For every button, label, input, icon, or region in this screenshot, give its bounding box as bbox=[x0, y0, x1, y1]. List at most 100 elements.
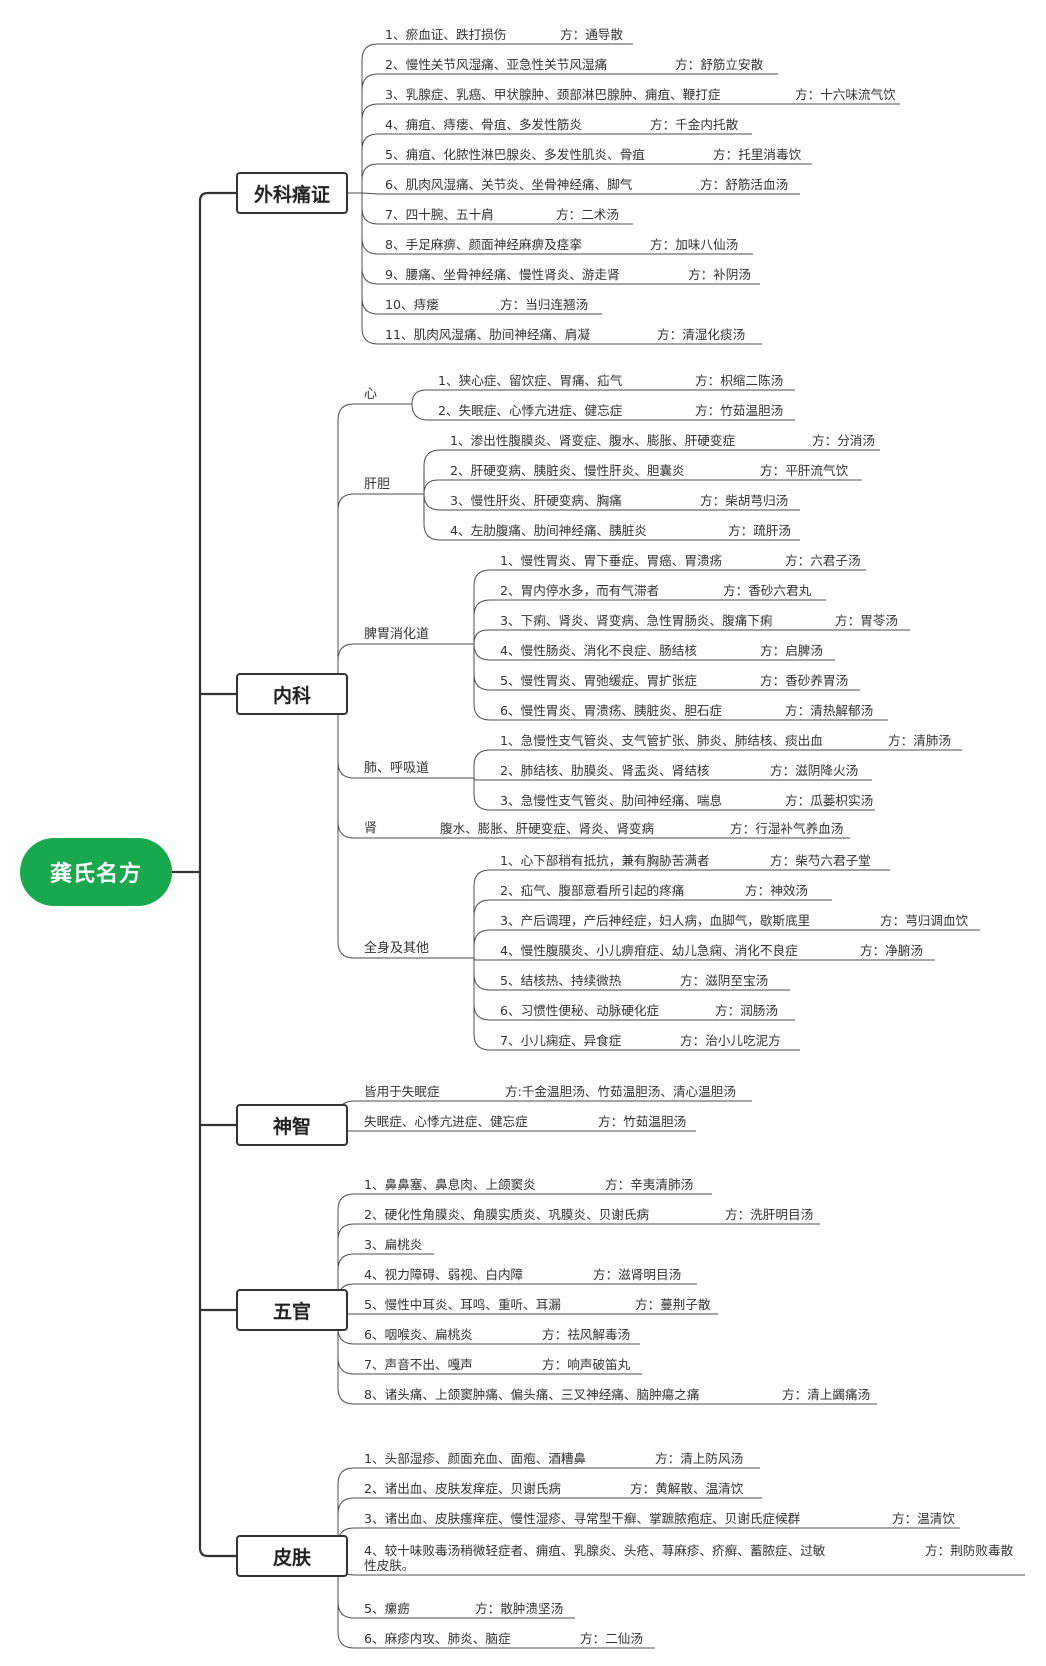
leaf-item: 失眠症、心悸亢进症、健忘症 方：竹茹温胆汤 bbox=[364, 1114, 686, 1129]
leaf-item: 2、硬化性角膜炎、角膜实质炎、巩膜炎、贝谢氏病 方：洗肝明目汤 bbox=[364, 1207, 813, 1222]
leaf-item: 1、鼻鼻塞、鼻息肉、上颌窦炎方：辛夷清肺汤 bbox=[364, 1177, 693, 1192]
leaf-item: 5、慢性胃炎、胃弛缓症、胃扩张症 方：香砂养胃汤 bbox=[500, 673, 848, 688]
connector-line bbox=[473, 777, 494, 781]
prescription-text: 方：清上蠲痛汤 bbox=[782, 1387, 871, 1402]
prescription-text: 方：香砂养胃汤 bbox=[760, 673, 849, 688]
prescription-text: 方：竹茹温胆汤 bbox=[695, 403, 784, 418]
prescription-text: 方：疏肝汤 bbox=[728, 523, 791, 538]
leaf-item: 5、慢性中耳炎、耳鸣、重听、耳漏 方：蔓荆子散 bbox=[364, 1297, 711, 1312]
connector-line bbox=[337, 1556, 358, 1649]
indication-text: 4、较十味败毒汤稍微轻症者、痈疽、乳腺炎、头疮、荨麻疹、疥癣、蓄脓症、过敏 性皮… bbox=[364, 1543, 826, 1573]
subcategory-label: 肾 bbox=[364, 821, 378, 836]
connector-line bbox=[361, 193, 379, 345]
connector-line bbox=[337, 493, 358, 694]
prescription-text: 方：当归连翘汤 bbox=[500, 297, 589, 312]
leaf-item: 11、肌肉风湿痛、肋间神经痛、肩凝方：清湿化痰汤 bbox=[385, 327, 745, 342]
indication-text: 3、乳腺症、乳癌、甲状腺肿、颈部淋巴腺肿、痈疽、鞭打症 bbox=[385, 87, 721, 102]
prescription-text: 方：温清饮 bbox=[892, 1511, 955, 1526]
leaf-item: 4、较十味败毒汤稍微轻症者、痈疽、乳腺炎、头疮、荨麻疹、疥癣、蓄脓症、过敏 性皮… bbox=[364, 1543, 1013, 1573]
indication-text: 5、结核热、持续微热 bbox=[500, 973, 622, 988]
indication-text: 3、扁桃炎 bbox=[364, 1237, 423, 1252]
prescription-text: 方：瓜蒌枳实汤 bbox=[785, 793, 874, 808]
connector-line bbox=[473, 899, 494, 958]
connector-line bbox=[361, 163, 379, 193]
leaf-item: 10、痔瘘 方：当归连翘汤 bbox=[385, 297, 588, 312]
indication-text: 9、腰痛、坐骨神经痛、慢性肾炎、游走肾 bbox=[385, 267, 620, 282]
connector-line bbox=[423, 449, 444, 494]
connector-line bbox=[473, 599, 494, 644]
leaf-item: 3、扁桃炎 bbox=[364, 1237, 422, 1252]
indication-text: 5、慢性中耳炎、耳鸣、重听、耳漏 bbox=[364, 1297, 561, 1312]
connector-line bbox=[337, 1193, 358, 1310]
prescription-text: 方：黄解散、温清饮 bbox=[630, 1481, 744, 1496]
prescription-text: 方：启脾汤 bbox=[760, 643, 823, 658]
indication-text: 腹水、膨胀、肝硬变症、肾炎、肾变病 bbox=[440, 821, 655, 836]
leaf-item: 3、下痢、肾炎、肾变病、急性胃肠炎、腹痛下痢 方：胃苓汤 bbox=[500, 613, 898, 628]
leaf-item: 3、产后调理，产后神经症，妇人病，血脚气，歇斯底里方：芎归调血饮 bbox=[500, 913, 968, 928]
connector-line bbox=[361, 193, 379, 285]
indication-text: 3、下痢、肾炎、肾变病、急性胃肠炎、腹痛下痢 bbox=[500, 613, 773, 628]
leaf-item: 5、结核热、持续微热方：滋阴至宝汤 bbox=[500, 973, 768, 988]
indication-text: 8、手足麻痹、颜面神经麻痹及痉挛 bbox=[385, 237, 582, 252]
indication-text: 6、咽喉炎、扁桃炎 bbox=[364, 1327, 473, 1342]
indication-text: 5、慢性胃炎、胃弛缓症、胃扩张症 bbox=[500, 673, 697, 688]
prescription-text: 方：二术汤 bbox=[556, 207, 619, 222]
connector-line bbox=[473, 957, 494, 961]
indication-text: 1、狭心症、留饮症、胃痛、疝气 bbox=[438, 373, 623, 388]
leaf-item: 2、肺结核、肋膜炎、肾盂炎、肾结核方：滋阴降火汤 bbox=[500, 763, 858, 778]
prescription-text: 方：胃苓汤 bbox=[835, 613, 898, 628]
connector-line bbox=[361, 133, 379, 193]
leaf-item: 4、慢性腹膜炎、小儿痹疳症、幼儿急痫、消化不良症方：净腑汤 bbox=[500, 943, 923, 958]
connector-line bbox=[473, 643, 494, 661]
leaf-item: 皆用于失眠症方:千金温胆汤、竹茹温胆汤、清心温胆汤 bbox=[364, 1084, 736, 1099]
connector-line bbox=[423, 479, 444, 495]
prescription-text: 方：蔓荆子散 bbox=[635, 1297, 711, 1312]
prescription-text: 方：祛风解毒汤 bbox=[542, 1327, 631, 1342]
prescription-text: 方：清热解郁汤 bbox=[785, 703, 874, 718]
leaf-item: 2、失眠症、心悸亢进症、健忘症方：竹茹温胆汤 bbox=[438, 403, 783, 418]
kidney-inline-item: 腹水、膨胀、肝硬变症、肾炎、肾变病 方：行湿补气养血汤 bbox=[440, 821, 843, 836]
indication-text: 6、麻疹内攻、肺炎、脑症 bbox=[364, 1631, 511, 1646]
leaf-item: 1、急慢性支气管炎、支气管扩张、肺炎、肺结核、痰出血方：清肺汤 bbox=[500, 733, 951, 748]
prescription-text: 方:千金温胆汤、竹茹温胆汤、清心温胆汤 bbox=[505, 1084, 736, 1099]
leaf-item: 1、渗出性腹膜炎、肾变症、腹水、膨胀、肝硬变症方：分消汤 bbox=[450, 433, 875, 448]
prescription-text: 方：净腑汤 bbox=[860, 943, 923, 958]
prescription-text: 方：响声破笛丸 bbox=[542, 1357, 631, 1372]
connector-line bbox=[337, 643, 358, 694]
leaf-item: 1、慢性胃炎、胃下垂症、胃癌、胃溃疡方：六君子汤 bbox=[500, 553, 861, 568]
leaf-item: 2、胃内停水多，而有气滞者方：香砂六君丸 bbox=[500, 583, 811, 598]
prescription-text: 方：清肺汤 bbox=[888, 733, 951, 748]
connector-line bbox=[337, 1497, 358, 1556]
prescription-text: 方：通导散 bbox=[560, 27, 623, 42]
subcategory-label: 脾胃消化道 bbox=[364, 627, 430, 642]
leaf-item: 7、声音不出、嘎声方：响声破笛丸 bbox=[364, 1357, 630, 1372]
indication-text: 1、头部湿疹、颜面充血、面疱、酒糟鼻 bbox=[364, 1451, 587, 1466]
indication-text: 10、痔瘘 bbox=[385, 297, 439, 312]
indication-text: 2、硬化性角膜炎、角膜实质炎、巩膜炎、贝谢氏病 bbox=[364, 1207, 650, 1222]
prescription-text: 方：荆防败毒散 bbox=[925, 1543, 1014, 1558]
branch-wuguan: 五官 bbox=[236, 1289, 348, 1331]
indication-text: 2、胃内停水多，而有气滞者 bbox=[500, 583, 660, 598]
indication-text: 7、四十腕、五十肩 bbox=[385, 207, 494, 222]
subcategory-label: 肝胆 bbox=[364, 477, 391, 492]
leaf-item: 5、痈疽、化脓性淋巴腺炎、多发性肌炎、骨疽方：托里消毒饮 bbox=[385, 147, 801, 162]
connector-line bbox=[473, 778, 494, 811]
connector-line bbox=[473, 629, 494, 645]
prescription-text: 方：行湿补气养血汤 bbox=[730, 821, 844, 836]
prescription-text: 方：二仙汤 bbox=[580, 1631, 643, 1646]
connector-line bbox=[473, 958, 494, 991]
root-node: 龚氏名方 bbox=[20, 838, 172, 906]
leaf-item: 6、习惯性便秘、动脉硬化症方：润肠汤 bbox=[500, 1003, 778, 1018]
indication-text: 3、急慢性支气管炎、肋间神经痛、喘息 bbox=[500, 793, 723, 808]
connector-line bbox=[337, 1223, 358, 1310]
indication-text: 失眠症、心悸亢进症、健忘症 bbox=[364, 1114, 528, 1129]
branch-pifu: 皮肤 bbox=[236, 1535, 348, 1577]
prescription-text: 方：润肠汤 bbox=[715, 1003, 778, 1018]
connector-line bbox=[337, 1467, 358, 1556]
prescription-text: 方：六君子汤 bbox=[785, 553, 861, 568]
prescription-text: 方：洗肝明目汤 bbox=[725, 1207, 814, 1222]
indication-text: 3、产后调理，产后神经症，妇人病，血脚气，歇斯底里 bbox=[500, 913, 811, 928]
prescription-text: 方：清上防风汤 bbox=[655, 1451, 744, 1466]
prescription-text: 方：竹茹温胆汤 bbox=[598, 1114, 687, 1129]
